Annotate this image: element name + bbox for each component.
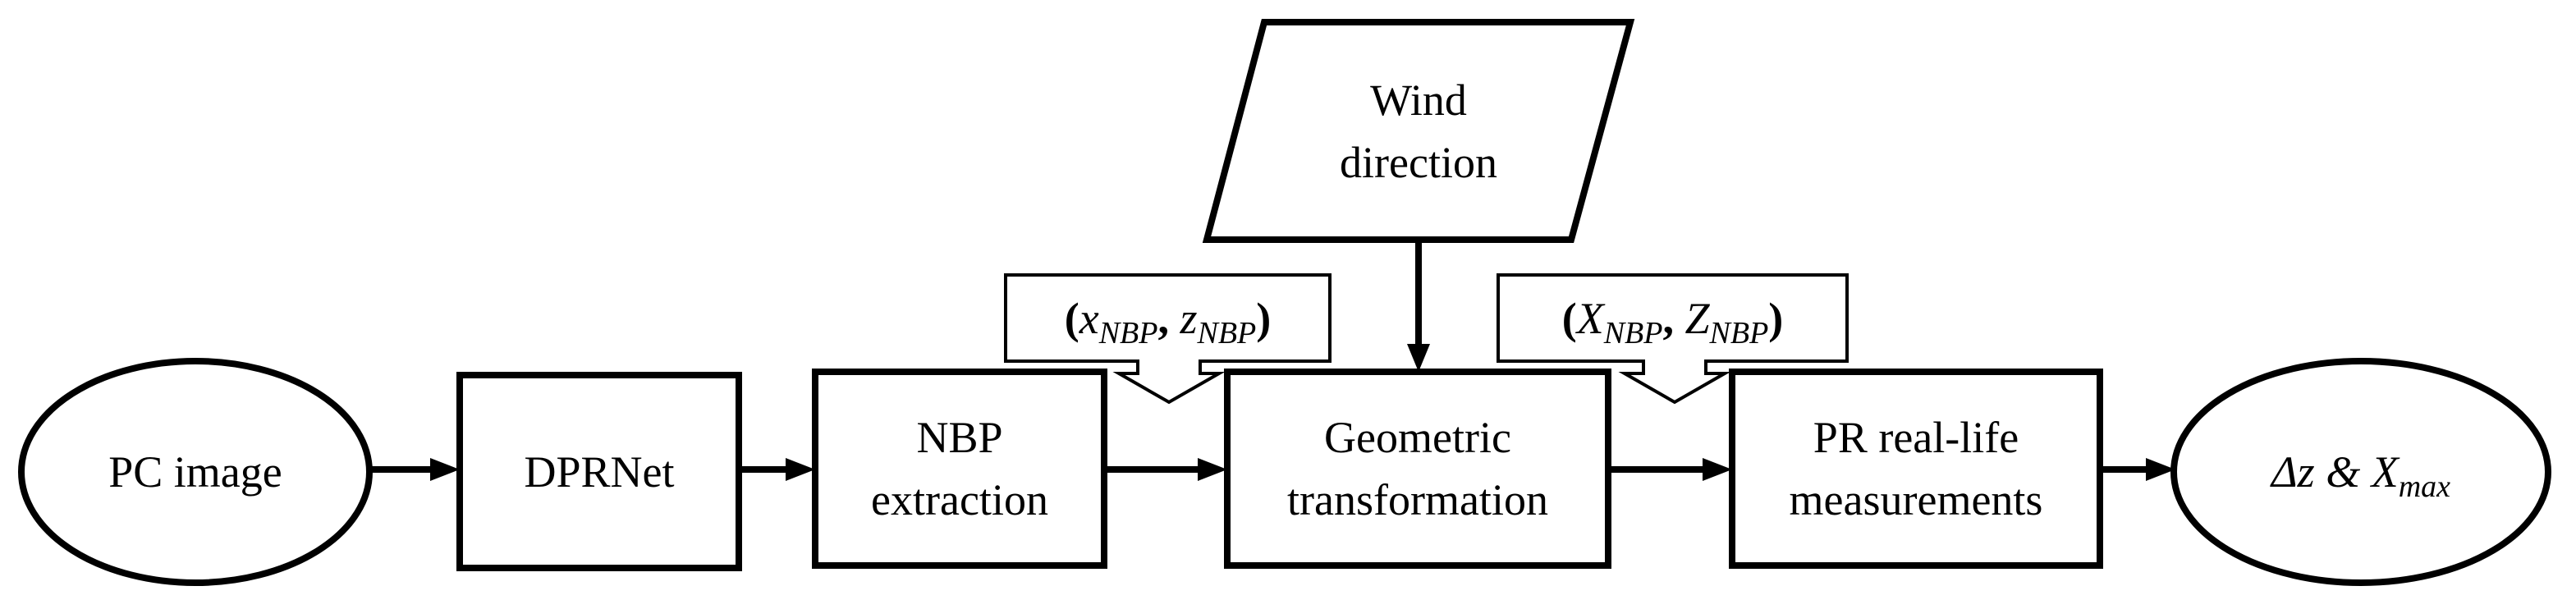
dprnet-node [456, 372, 742, 571]
arrowhead-output [2146, 458, 2175, 481]
world-coords-callout [1497, 273, 1849, 405]
arrowhead-pr [1703, 458, 1732, 481]
wind-direction-node [1202, 19, 1635, 243]
nbp-extraction-node [812, 369, 1107, 569]
arrowhead-dprnet [430, 458, 460, 481]
arrowhead-geometric [1198, 458, 1227, 481]
pc-image-node [18, 358, 373, 586]
arrowhead-nbp [786, 458, 815, 481]
nbp-coords-callout [1004, 273, 1332, 405]
pr-measurements-node [1729, 369, 2103, 569]
geometric-transformation-node [1224, 369, 1611, 569]
arrowhead-wind [1407, 344, 1430, 372]
output-node [2170, 358, 2551, 586]
